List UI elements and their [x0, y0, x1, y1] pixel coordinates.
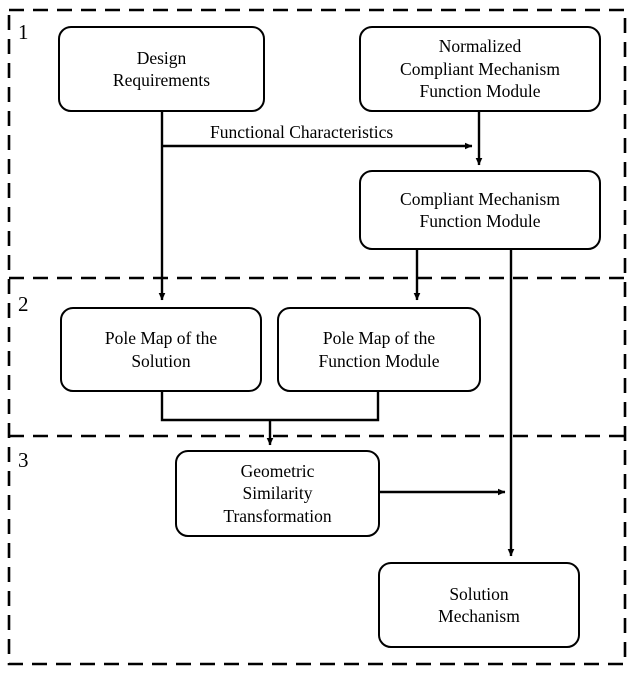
edge-pole-maps-merge-bus	[160, 392, 380, 422]
node-solution-mechanism[interactable]: Solution Mechanism	[378, 562, 580, 648]
stage-label-2: 2	[18, 292, 29, 316]
stage-label-1: 1	[18, 20, 29, 44]
node-design-requirements[interactable]: Design Requirements	[58, 26, 265, 112]
node-compliant-mechanism-function-module[interactable]: Compliant Mechanism Function Module	[359, 170, 601, 250]
stage-label-3: 3	[18, 448, 29, 472]
node-geometric-similarity-transformation[interactable]: Geometric Similarity Transformation	[175, 450, 380, 537]
edge-label-functional-characteristics: Functional Characteristics	[207, 123, 397, 142]
node-pole-map-of-the-function-module[interactable]: Pole Map of the Function Module	[277, 307, 481, 392]
node-normalized-compliant-mechanism-function-module[interactable]: Normalized Compliant Mechanism Function …	[359, 26, 601, 112]
outer-dashed-border	[7, 8, 627, 666]
node-pole-map-of-the-solution[interactable]: Pole Map of the Solution	[60, 307, 262, 392]
